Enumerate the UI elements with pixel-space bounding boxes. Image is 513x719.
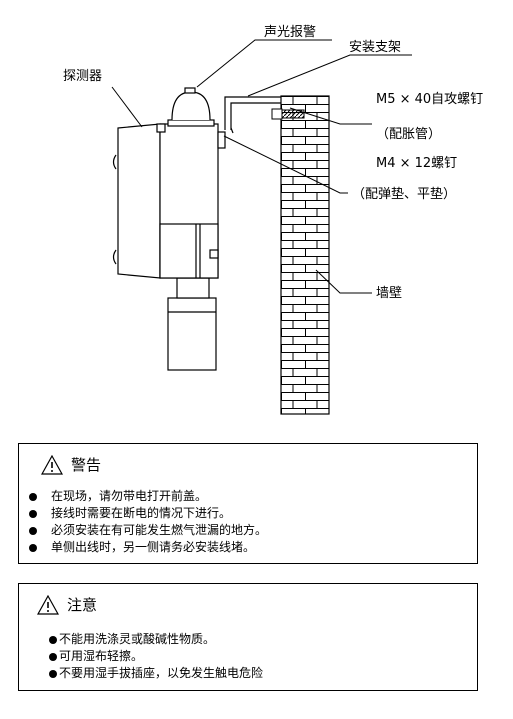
list-item: 不能用洗涤灵或酸碱性物质。	[49, 631, 263, 648]
notice-title: 注意	[67, 596, 98, 614]
wall	[280, 95, 330, 415]
bullet-icon	[49, 635, 57, 644]
bullet-icon	[49, 652, 57, 661]
bullet-icon	[29, 492, 37, 501]
notice-header: 注意	[37, 594, 97, 615]
notice-list: 不能用洗涤灵或酸碱性物质。 可用湿布轻擦。 不要用湿手拔插座，以免发生触电危险	[49, 631, 263, 682]
warning-header: 警告	[41, 454, 101, 475]
warning-box: 警告 在现场，请勿带电打开前盖。 接线时需要在断电的情况下进行。 必须安装在有可…	[18, 443, 478, 564]
label-screw-m4: M4 × 12螺钉	[376, 156, 457, 171]
warning-triangle-icon	[41, 454, 63, 475]
notice-box: 注意 不能用洗涤灵或酸碱性物质。 可用湿布轻擦。 不要用湿手拔插座，以免发生触电…	[18, 583, 478, 691]
label-alarm: 声光报警	[264, 24, 316, 40]
label-washers: （配弹垫、平垫）	[352, 186, 456, 202]
mounting-bracket	[224, 96, 281, 134]
label-bracket: 安装支架	[349, 40, 401, 55]
installation-diagram: 声光报警 安装支架 探测器 M5 × 40自攻螺钉 （配胀管） M4 × 12螺…	[63, 24, 483, 415]
anchor-screw	[271, 108, 305, 120]
list-item: 接线时需要在断电的情况下进行。	[29, 505, 267, 522]
list-item: 单侧出线时，另一侧请务必安装线堵。	[29, 539, 267, 556]
bullet-icon	[49, 669, 57, 678]
list-item: 可用湿布轻擦。	[49, 648, 263, 665]
warning-list: 在现场，请勿带电打开前盖。 接线时需要在断电的情况下进行。 必须安装在有可能发生…	[29, 488, 267, 556]
leader-lines	[111, 39, 412, 294]
bullet-icon	[29, 526, 37, 535]
label-screw-m5: M5 × 40自攻螺钉	[376, 92, 483, 107]
list-item: 必须安装在有可能发生燃气泄漏的地方。	[29, 522, 267, 539]
label-expansion-tube: （配胀管）	[376, 127, 441, 142]
list-item: 不要用湿手拔插座，以免发生触电危险	[49, 665, 263, 682]
label-wall: 墙壁	[376, 286, 402, 301]
label-detector: 探测器	[63, 69, 102, 84]
detector	[112, 87, 226, 371]
bullet-icon	[29, 509, 37, 518]
warning-title: 警告	[71, 456, 102, 474]
warning-triangle-icon	[37, 594, 59, 615]
list-item: 在现场，请勿带电打开前盖。	[29, 488, 267, 505]
bullet-icon	[29, 543, 37, 552]
